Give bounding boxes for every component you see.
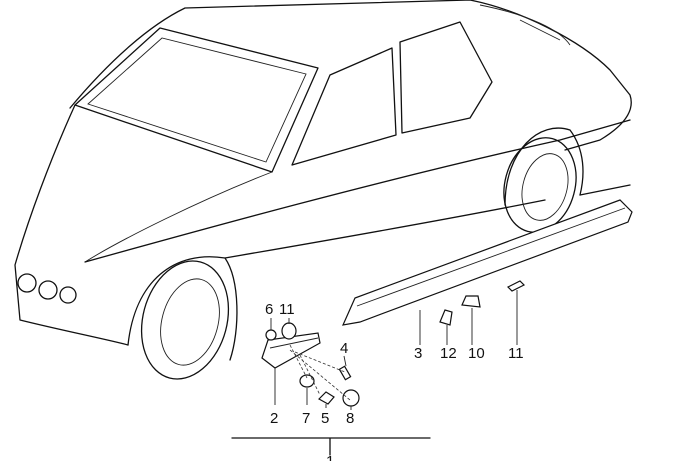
callout-7: 7 [302,410,311,427]
callout-5: 5 [321,410,330,427]
hood-line [14,104,129,346]
side-skirt-part [341,199,633,326]
assembly-bracket [231,437,431,456]
callout-10: 11 [279,301,295,318]
headlight-icon [17,273,37,293]
assembly-label: 1 [326,454,334,461]
callout-9: 10 [468,345,485,362]
beltline [84,119,631,263]
windshield-inner [87,37,307,163]
front-wheel-arch [127,256,238,361]
headlight-icon [59,286,77,304]
clip-12 [439,309,453,326]
callout-2: 2 [270,410,279,427]
assembly-lines [289,344,351,401]
callout-12: 12 [440,345,457,362]
rocker-line [224,184,631,259]
clip-5 [318,391,335,405]
front-wheel-rim [160,278,220,366]
rivet-11 [506,280,526,292]
callout-6: 6 [265,301,274,318]
side-skirt-edge [356,207,626,307]
headlight-icon [38,280,58,300]
rear-wheel-arch [504,127,584,206]
bracket-9 [461,295,481,308]
callout-4: 4 [340,340,349,357]
rear-deck [479,4,571,46]
rear-wheel-rim [521,153,569,221]
front-wheel [140,260,230,380]
windshield [74,27,319,173]
callout-3: 3 [414,345,423,362]
grommet-10 [281,322,297,340]
washer-7 [299,374,315,388]
hood-crease [84,171,273,263]
nut-6 [265,329,277,341]
front-window [291,47,397,166]
rear-wheel [503,137,577,233]
callout-11: 11 [508,345,524,362]
front-trim-edge [269,337,319,349]
leader-lines [270,290,518,410]
cap-8 [342,389,360,407]
roof-outline [69,0,632,151]
screw-4 [338,365,352,381]
rear-window [399,21,493,134]
callout-8: 8 [346,410,355,427]
